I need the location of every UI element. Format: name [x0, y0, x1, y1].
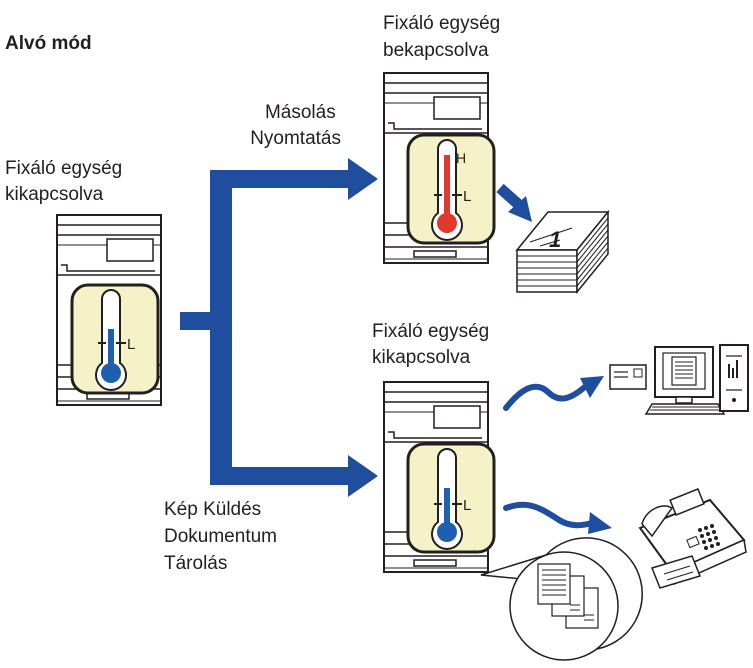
document-label: Dokumentum: [164, 526, 277, 547]
bottom-thermo-low-mark: L: [463, 497, 471, 514]
top-printer-label-line-1: Fixáló egység: [383, 13, 500, 34]
document-storage-bubble: [480, 537, 643, 661]
bottom-printer-label: Fixáló egység kikapcsolva: [372, 321, 495, 368]
left-thermo-low-mark: L: [127, 336, 135, 353]
arrow-upper-branch: [210, 170, 350, 188]
bottom-printer: L: [383, 381, 496, 573]
filing-label: Tárolás: [164, 553, 227, 574]
bottom-thermometer: L: [406, 442, 496, 554]
left-printer-label-line-2: kikapcsolva: [5, 184, 104, 205]
bottom-printer-label-line-1: Fixáló egység: [372, 321, 489, 342]
arrow-lower-head: [348, 455, 378, 497]
diagram-title: Alvó mód: [5, 33, 92, 54]
printout-arrow: [496, 183, 532, 222]
image-send-label: Kép Küldés: [164, 499, 261, 520]
arrow-upper-head: [348, 158, 378, 200]
copy-label: Másolás: [265, 102, 336, 123]
arrow-lower-branch: [210, 467, 350, 485]
top-thermometer: H L: [406, 133, 496, 245]
arrow-vertical-trunk: [210, 170, 232, 485]
send-to-fax-arrow: [503, 501, 612, 534]
branch-arrows: [180, 158, 378, 497]
fax-icon: [638, 487, 747, 589]
send-to-pc-arrow: [503, 376, 604, 411]
print-label: Nyomtatás: [250, 128, 341, 149]
left-printer-label: Fixáló egység kikapcsolva: [5, 158, 128, 205]
top-thermo-low-mark: L: [463, 188, 471, 205]
top-thermo-high-mark: H: [456, 150, 466, 166]
top-printer-label: Fixáló egység bekapcsolva: [383, 13, 506, 61]
send-store-label: Kép Küldés Dokumentum Tárolás: [164, 499, 282, 574]
paper-stack: 1: [515, 209, 610, 295]
top-printer: H L: [383, 72, 496, 264]
left-printer: L: [56, 214, 162, 406]
top-printer-label-line-2: bekapcsolva: [383, 40, 489, 61]
left-thermometer: L: [70, 283, 160, 395]
copy-print-label: Másolás Nyomtatás: [250, 102, 341, 149]
bottom-printer-label-line-2: kikapcsolva: [372, 347, 471, 368]
left-printer-label-line-1: Fixáló egység: [5, 158, 122, 179]
computer-icon: [609, 344, 749, 415]
stored-documents-icon: [537, 563, 599, 629]
paper-page-number: 1: [549, 227, 561, 252]
